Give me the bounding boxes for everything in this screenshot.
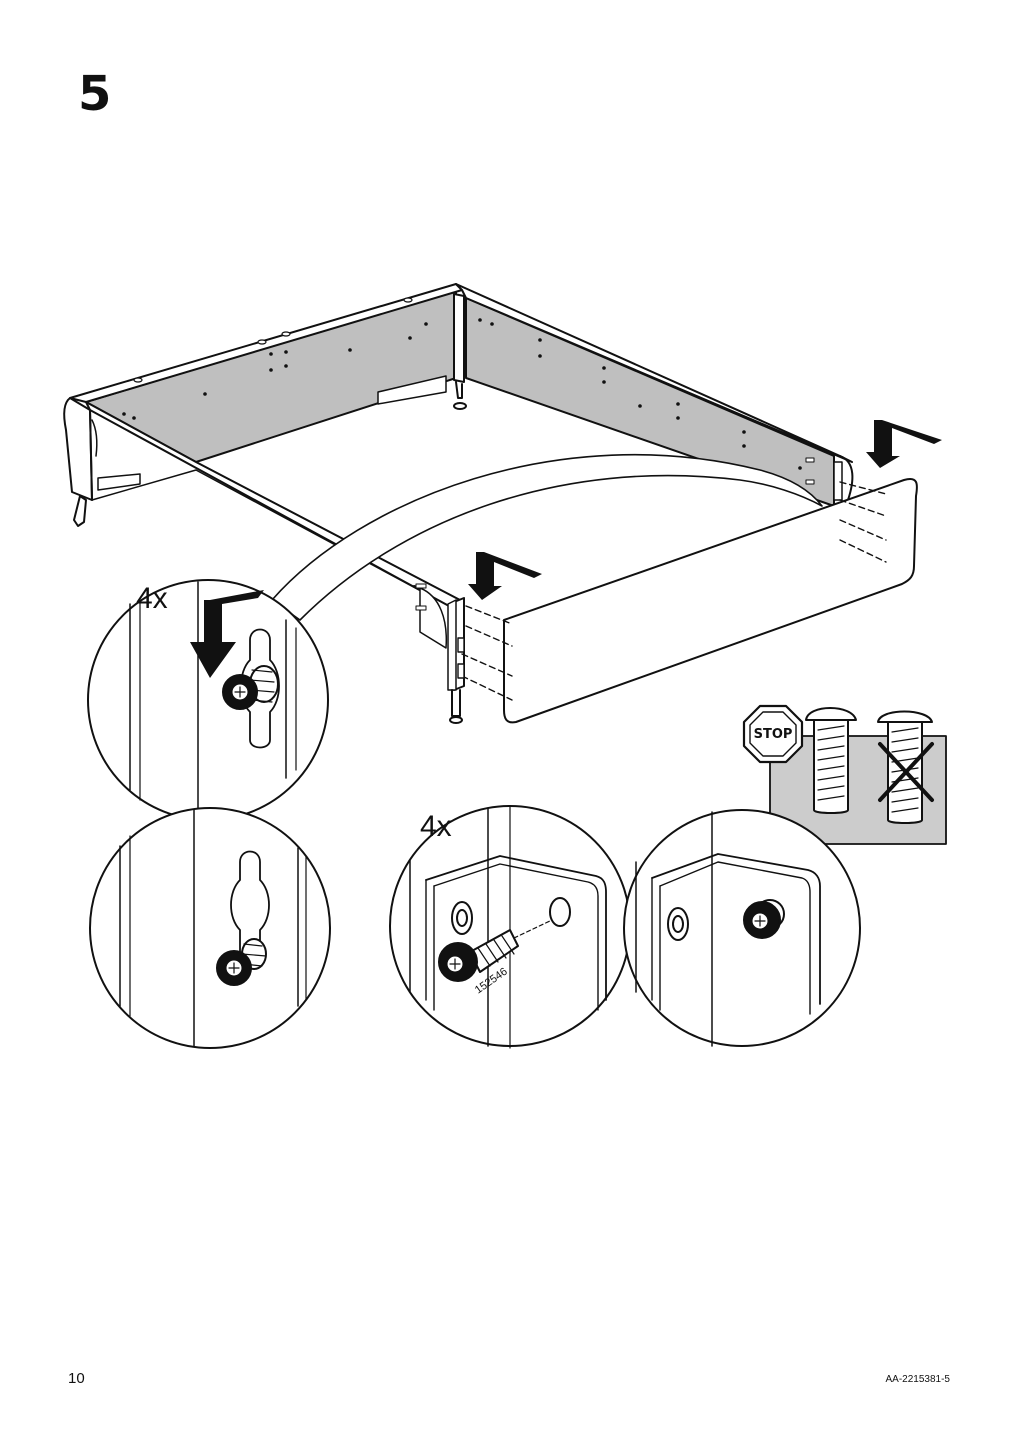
stop-label: STOP <box>754 727 793 742</box>
detail-circle-screw-insert <box>389 805 631 1049</box>
document-code: AA-2215381-5 <box>885 1374 951 1385</box>
footboard-drawing <box>457 478 918 724</box>
step-number: 5 <box>78 66 112 122</box>
detail-circle-hook-insert <box>87 579 329 821</box>
screw-quantity-label: 4x <box>420 810 452 843</box>
down-arrow-icon <box>468 552 542 600</box>
hook-quantity-label: 4x <box>136 582 168 615</box>
callout-band <box>271 453 823 621</box>
page-number: 10 <box>68 1370 85 1387</box>
left-corner-post <box>63 397 93 501</box>
stop-sign-icon <box>742 704 804 764</box>
down-arrow-icon <box>866 420 942 468</box>
detail-circle-screw-fastened <box>623 809 861 1047</box>
back-corner-bracket <box>453 293 465 383</box>
right-rail-top <box>455 283 853 463</box>
detail-circle-hook-locked <box>89 807 331 1049</box>
footboard-panel <box>503 478 918 724</box>
left-leg <box>73 495 87 527</box>
down-arrow-icon <box>190 590 264 678</box>
cross-icon <box>878 742 934 802</box>
